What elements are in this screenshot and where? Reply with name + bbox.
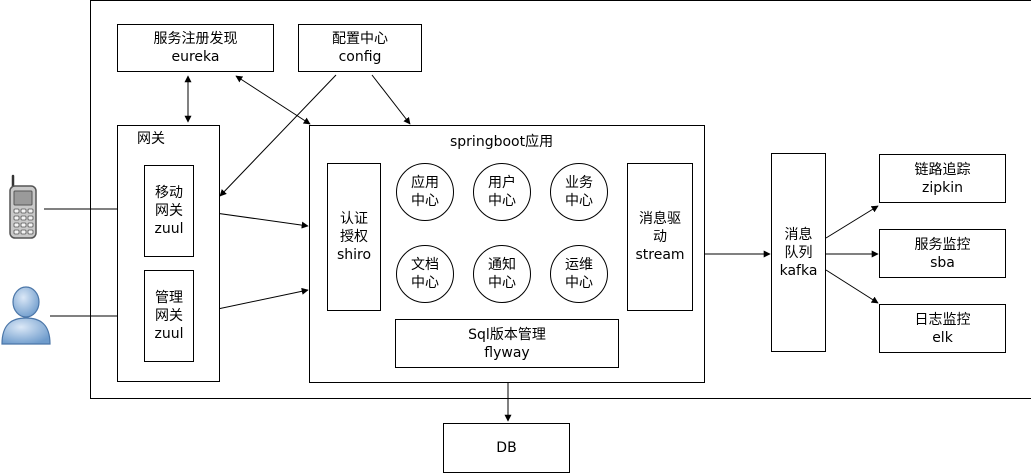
service-user-center: 用户 中心 [473, 163, 531, 221]
service-label-2: 中心 [565, 275, 593, 291]
zipkin-tech: zipkin [922, 179, 963, 196]
mobile-gateway-box: 移动 网关 zuul [144, 165, 194, 257]
mobile-gateway-line1: 移动 [155, 185, 183, 201]
elk-tech: elk [932, 329, 953, 346]
service-label-2: 中心 [488, 275, 516, 291]
service-label-1: 文档 [411, 257, 439, 273]
admin-gateway-line2: 网关 [155, 308, 183, 324]
kafka-line3: kafka [779, 262, 818, 279]
mobile-gateway-line2: 网关 [155, 203, 183, 219]
service-label-2: 中心 [488, 193, 516, 209]
arrow-queue-zipkin [825, 205, 879, 239]
service-label-2: 中心 [411, 275, 439, 291]
service-application-center: 应用 中心 [396, 163, 454, 221]
zipkin-box: 链路追踪 zipkin [879, 154, 1006, 203]
arrow-config-gateway [219, 74, 337, 197]
auth-line1: 认证 [340, 211, 368, 227]
flyway-line1: Sql版本管理 [468, 326, 546, 343]
kafka-box: 消息 队列 kafka [771, 153, 826, 352]
admin-gateway-line1: 管理 [155, 290, 183, 306]
arrow-registry-app [235, 75, 311, 125]
springboot-title: springboot应用 [450, 134, 554, 150]
config-name: 配置中心 [332, 31, 388, 47]
auth-line2: 授权 [340, 229, 368, 245]
arrow-config-app [371, 74, 411, 125]
user-icon [1, 286, 51, 345]
sba-tech: sba [930, 254, 955, 271]
config-box: 配置中心 config [298, 24, 422, 72]
registry-box: 服务注册发现 eureka [117, 24, 274, 72]
service-document-center: 文档 中心 [396, 245, 454, 303]
service-label-2: 中心 [411, 193, 439, 209]
service-label-2: 中心 [565, 193, 593, 209]
kafka-line1: 消息 [784, 226, 813, 243]
stream-line1: 消息驱 [639, 211, 681, 227]
admin-gateway-box: 管理 网关 zuul [144, 270, 194, 362]
service-business-center: 业务 中心 [550, 163, 608, 221]
gateway-title: 网关 [137, 131, 165, 147]
flyway-line2: flyway [484, 344, 530, 361]
service-label-1: 应用 [411, 175, 439, 191]
service-label-1: 通知 [488, 257, 516, 273]
mobile-phone-icon [9, 174, 37, 239]
elk-name: 日志监控 [914, 311, 971, 328]
service-label-1: 用户 [488, 175, 516, 191]
stream-box: 消息驱 动 stream [627, 163, 693, 311]
flyway-box: Sql版本管理 flyway [395, 319, 619, 368]
arrow-queue-elk [825, 269, 879, 304]
auth-line3: shiro [336, 247, 372, 263]
registry-tech: eureka [171, 49, 220, 65]
sba-name: 服务监控 [914, 236, 971, 253]
service-ops-center: 运维 中心 [550, 245, 608, 303]
stream-line2: 动 [653, 229, 667, 245]
db-box: DB [443, 423, 570, 473]
service-notification-center: 通知 中心 [473, 245, 531, 303]
service-label-1: 运维 [565, 257, 593, 273]
zipkin-name: 链路追踪 [914, 161, 971, 178]
kafka-line2: 队列 [784, 244, 813, 261]
admin-gateway-line3: zuul [154, 326, 184, 342]
service-label-1: 业务 [565, 175, 593, 191]
mobile-gateway-line3: zuul [154, 221, 184, 237]
elk-box: 日志监控 elk [879, 304, 1006, 353]
auth-box: 认证 授权 shiro [327, 163, 381, 311]
system-boundary [90, 0, 1031, 399]
sba-box: 服务监控 sba [879, 229, 1006, 278]
stream-line3: stream [635, 247, 685, 263]
config-tech: config [338, 49, 382, 65]
registry-name: 服务注册发现 [153, 31, 238, 47]
db-label: DB [496, 440, 517, 456]
